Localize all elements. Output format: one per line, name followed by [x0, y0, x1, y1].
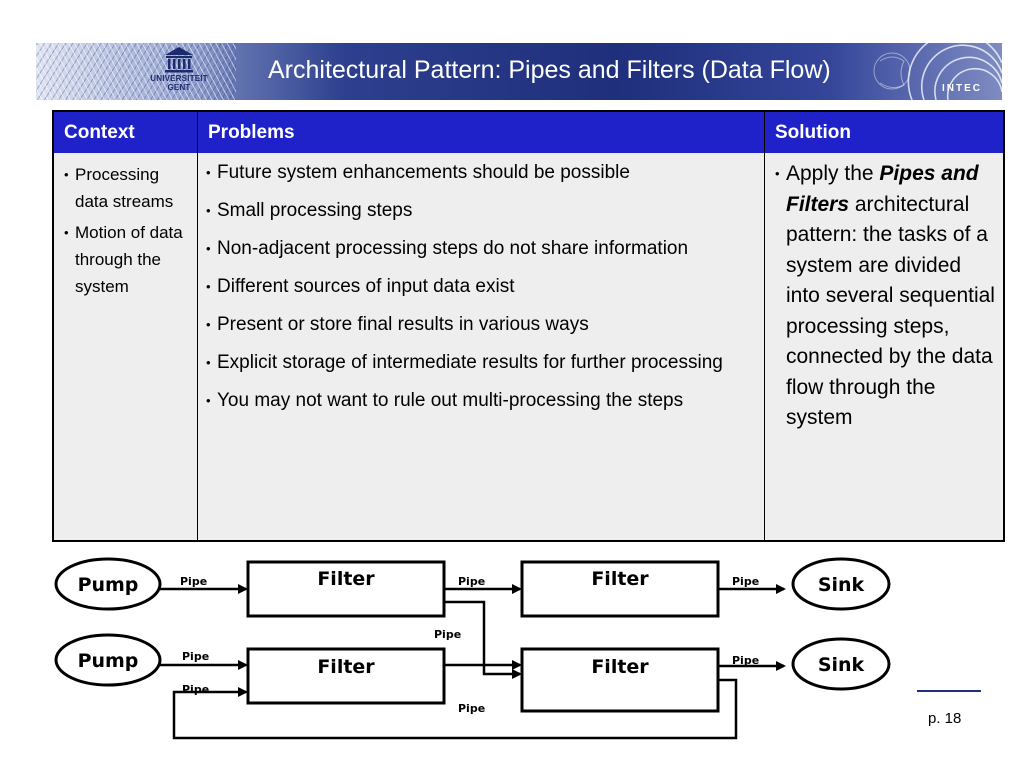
- intec-logo-text: INTEC: [942, 83, 982, 94]
- column-header-problems: Problems: [208, 122, 295, 143]
- context-cell: Processing data streams Motion of data t…: [54, 153, 197, 540]
- svg-text:Filter: Filter: [317, 568, 375, 590]
- university-building-icon: [165, 47, 193, 73]
- svg-text:Sink: Sink: [818, 654, 865, 676]
- pipe-label: Pipe: [180, 575, 207, 588]
- solution-cell: Apply the Pipes and Filters architectura…: [765, 153, 1003, 540]
- sink-node-bottom: Sink: [791, 637, 891, 691]
- context-list: Processing data streams Motion of data t…: [62, 161, 191, 300]
- pipe-label: Pipe: [434, 628, 461, 641]
- pipe-label: Pipe: [458, 575, 485, 588]
- svg-text:Filter: Filter: [317, 656, 375, 678]
- pipe-label: Pipe: [182, 650, 209, 663]
- pattern-name: Pipes and Filters: [786, 162, 979, 216]
- sink-node-top: Sink: [791, 557, 891, 611]
- problems-list: Future system enhancements should be pos…: [204, 159, 758, 415]
- pipes-filters-diagram: Pump Filter Filter Pump Filter Filter Pi…: [54, 557, 786, 740]
- svg-text:Sink: Sink: [818, 574, 865, 596]
- list-item: Explicit storage of intermediate results…: [204, 349, 758, 377]
- problems-cell: Future system enhancements should be pos…: [198, 153, 764, 540]
- slide-title: Architectural Pattern: Pipes and Filters…: [268, 56, 831, 84]
- list-item: You may not want to rule out multi-proce…: [204, 387, 758, 415]
- university-logo: UNIVERSITEIT GENT: [138, 44, 220, 98]
- svg-text:Filter: Filter: [591, 656, 649, 678]
- sink-nodes: Sink Sink: [791, 557, 891, 691]
- table-header-row: Context Problems Solution: [54, 112, 1003, 153]
- column-divider: [764, 112, 765, 540]
- footer-rule: [917, 690, 981, 692]
- intec-rings-logo: [873, 43, 1002, 100]
- banner-texture: [36, 43, 236, 100]
- header-banner: [36, 43, 1002, 100]
- filter-node-top-right: Filter: [520, 560, 720, 618]
- svg-text:Pump: Pump: [78, 574, 139, 596]
- pipe-connectors: [160, 584, 786, 740]
- pipe-label: Pipe: [732, 654, 759, 667]
- pattern-table: Context Problems Solution Processing dat…: [52, 110, 1005, 542]
- solution-text: Apply the Pipes and Filters architectura…: [773, 159, 997, 434]
- pipe-label: Pipe: [458, 702, 485, 715]
- list-item: Future system enhancements should be pos…: [204, 159, 758, 187]
- pipe-label: Pipe: [182, 683, 209, 696]
- list-item: Non-adjacent processing steps do not sha…: [204, 235, 758, 263]
- university-name: UNIVERSITEIT GENT: [150, 74, 208, 92]
- list-item: Motion of data through the system: [62, 219, 191, 300]
- column-divider: [197, 112, 198, 540]
- solution-list: Apply the Pipes and Filters architectura…: [773, 159, 997, 434]
- filter-node-bottom-left: Filter: [246, 647, 446, 705]
- pump-node-bottom: Pump: [54, 633, 162, 687]
- list-item: Present or store final results in variou…: [204, 311, 758, 339]
- pipe-label: Pipe: [732, 575, 759, 588]
- list-item: Different sources of input data exist: [204, 273, 758, 301]
- page-number: p. 18: [928, 710, 962, 727]
- list-item: Small processing steps: [204, 197, 758, 225]
- pump-node-top: Pump: [54, 557, 162, 611]
- filter-node-bottom-right: Filter: [520, 647, 720, 713]
- column-header-context: Context: [64, 122, 135, 143]
- list-item: Processing data streams: [62, 161, 191, 215]
- column-header-solution: Solution: [775, 122, 851, 143]
- svg-text:Pump: Pump: [78, 650, 139, 672]
- svg-text:Filter: Filter: [591, 568, 649, 590]
- filter-node-top-left: Filter: [246, 560, 446, 618]
